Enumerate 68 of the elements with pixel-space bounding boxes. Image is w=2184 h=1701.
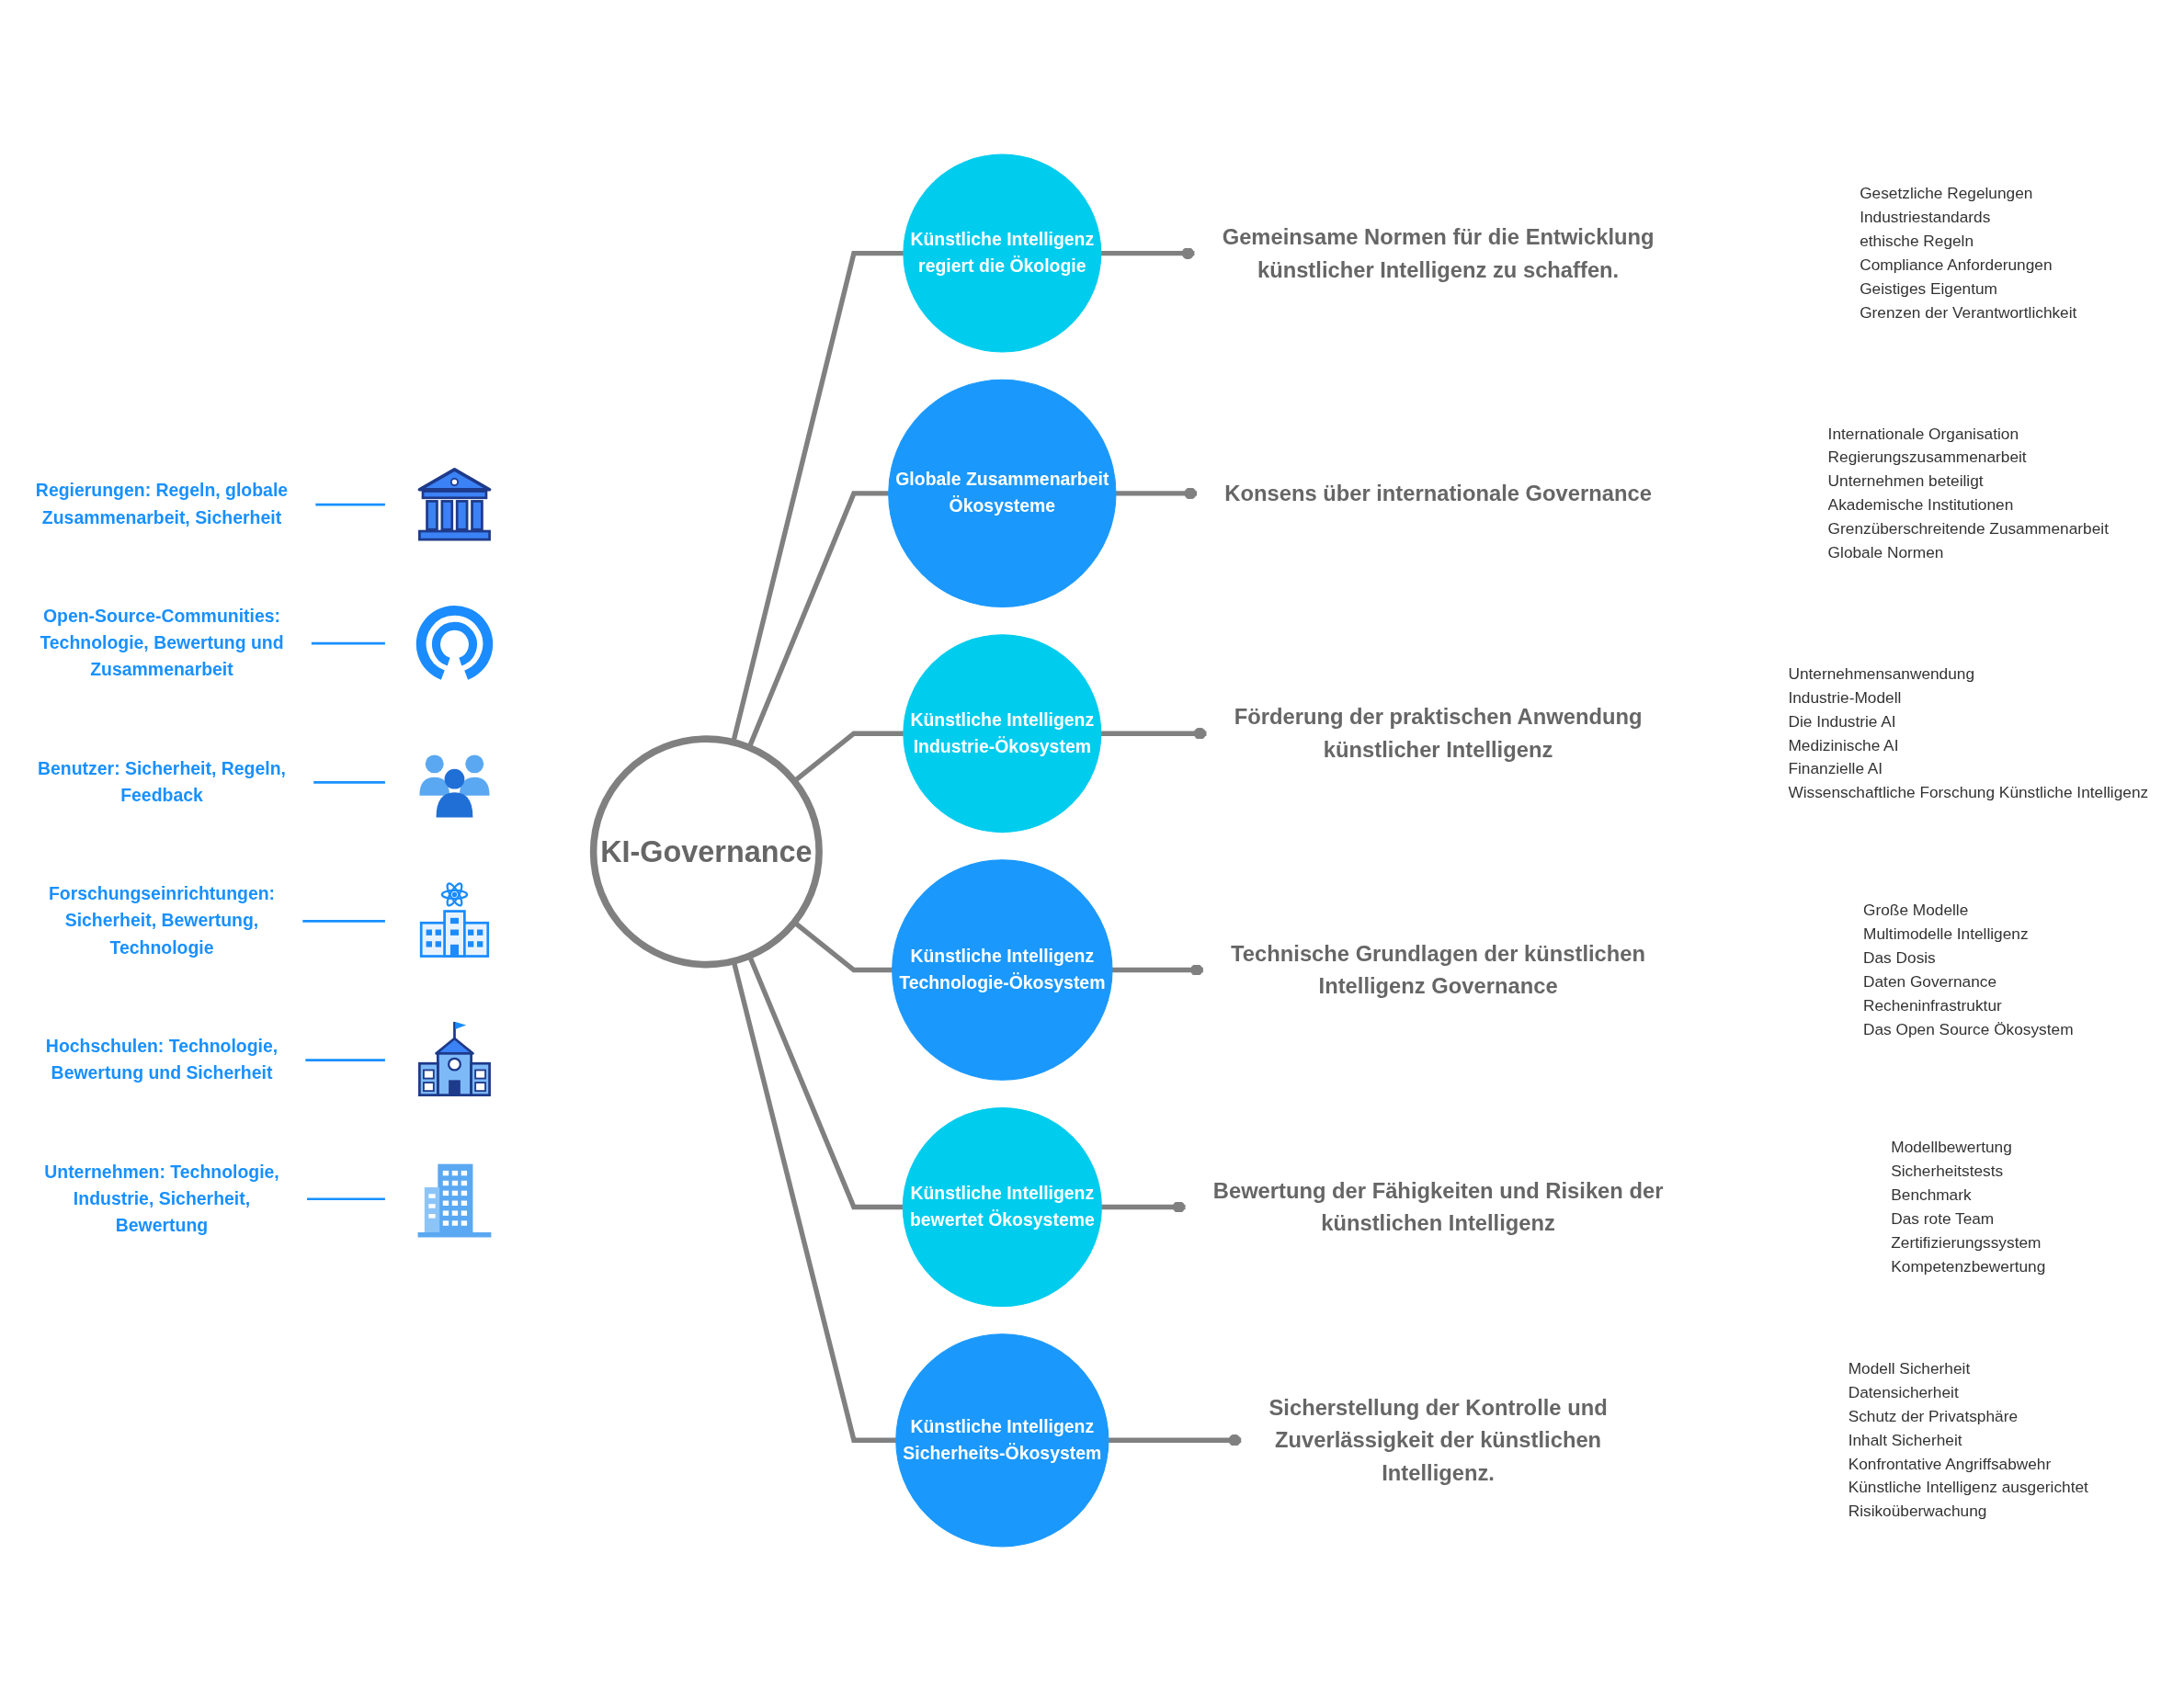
node-label: Medizinische AI [1788,736,1899,754]
connector [313,780,385,784]
node-text: Gemeinsame Normen für die Entwicklung künstlicher Intelligenz zu schaffen. [1222,224,1655,282]
connector [1100,247,1195,260]
node-text: Bewertung der Fähigkeiten und Risiken der künstlichen Intelligenz [1212,1178,1664,1236]
node-text: Unternehmen: Technologie, Industrie, Sicherheit, Bewertung [44,1162,279,1236]
connector [1112,964,1203,977]
node-text: Forschungseinrichtungen: Sicherheit, Bewertung, Technologie [48,883,276,958]
connector [305,1059,385,1061]
connector [306,1197,385,1201]
node-label: Daten Governance [1863,972,1997,991]
node-label: Industriestandards [1860,209,1991,226]
node-label: Konfrontative Angriffsabwehr [1848,1455,2052,1472]
node-circle: Künstliche Intelligenz Technologie-Ökosystem [892,859,1113,1081]
node-label: Gesetzliche Regelungen [1860,185,2033,202]
node-circle: Künstliche Intelligenz regiert die Ökologie [903,153,1102,353]
node-circle: KI-Governance [589,735,823,969]
node-label: Recheninfrastruktur [1863,996,2002,1015]
node-label: Finanzielle AI [1788,760,1883,777]
node-label: Modell Sicherheit [1848,1359,1971,1378]
node-label: Industrie-Modell [1788,688,1902,706]
node-label: Das Open Source Ökosystem [1863,1020,2074,1038]
node-label: Das rote Team [1891,1209,1995,1228]
node-text: Benutzer: Sicherheit, Regeln, Feedback [38,758,286,806]
node-text: Förderung der praktischen Anwendung künstlicher Intelligenz [1234,704,1643,763]
node-label: Internationale Organisation [1827,425,2019,442]
node-label: Compliance Anforderungen [1860,255,2053,274]
node-label: Große Modelle [1863,902,1969,919]
node-circle: Künstliche Intelligenz Industrie-Ökosystem [903,634,1102,833]
node-text: Konsens über internationale Governance [1224,481,1652,506]
node-text: Regierungen: Regeln, globale Zusammenarbeit, Sicherheit [35,481,289,527]
node-text: Technische Grundlagen der künstlichen Intelligenz Governance [1231,941,1646,999]
node-label: Grenzen der Verantwortlichkeit [1860,303,2077,322]
node-label: Unternehmen beteiligt [1827,472,1984,490]
node-label: Das Dosis [1863,948,1936,967]
connector [1101,1200,1186,1213]
connector [1100,727,1207,740]
node-label: Regierungszusammenarbeit [1827,448,2027,466]
node-label: Unternehmensanwendung [1788,664,1975,683]
node-text: Sicherstellung der Kontrolle und Zuverlässigkeit der künstlichen Intelligenz. [1268,1395,1608,1486]
node-circle: Künstliche Intelligenz bewertet Ökosysteme [902,1106,1102,1307]
node-label: Akademische Institutionen [1827,496,2014,514]
node-label: Inhalt Sicherheit [1848,1431,1962,1448]
node-text: Hochschulen: Technologie, Bewertung und Sicherheit [45,1036,279,1083]
node-label: Benchmark [1891,1185,1972,1204]
node-label: ethische Regeln [1860,232,1974,250]
connector [1108,1434,1242,1446]
node-text: Open-Source-Communities: Technologie, Bewertung und Zusammenarbeit [40,606,284,680]
connector [311,641,385,645]
connector [1116,487,1198,500]
node-label: Grenzüberschreitende Zusammenarbeit [1827,520,2109,538]
node-label: Geistiges Eigentum [1860,279,1997,298]
connector [302,920,385,923]
node-label: Modellbewertung [1891,1138,2012,1156]
node-label: Die Industrie AI [1788,712,1896,730]
connector [315,503,385,506]
node-circle: Künstliche Intelligenz Sicherheits-Ökosystem [895,1333,1109,1548]
node-label: Globale Normen [1827,543,1944,561]
node-circle: Globale Zusammenarbeit Ökosysteme [888,379,1117,608]
node-label: Sicherheitstests [1891,1162,2004,1180]
node-label: Wissenschaftliche Forschung Künstliche Intelligenz [1788,784,2149,801]
node-label: Datensicherheit [1848,1383,1959,1401]
node-label: Multimodelle Intelligenz [1863,924,2029,943]
node-label: Kompetenzbewertung [1891,1257,2046,1275]
node-label: Zertifizierungssystem [1891,1233,2042,1251]
node-label: Risikoüberwachung [1848,1503,1987,1520]
node-label: Künstliche Intelligenz ausgerichtet [1848,1479,2088,1496]
node-label: Schutz der Privatsphäre [1848,1407,2019,1424]
